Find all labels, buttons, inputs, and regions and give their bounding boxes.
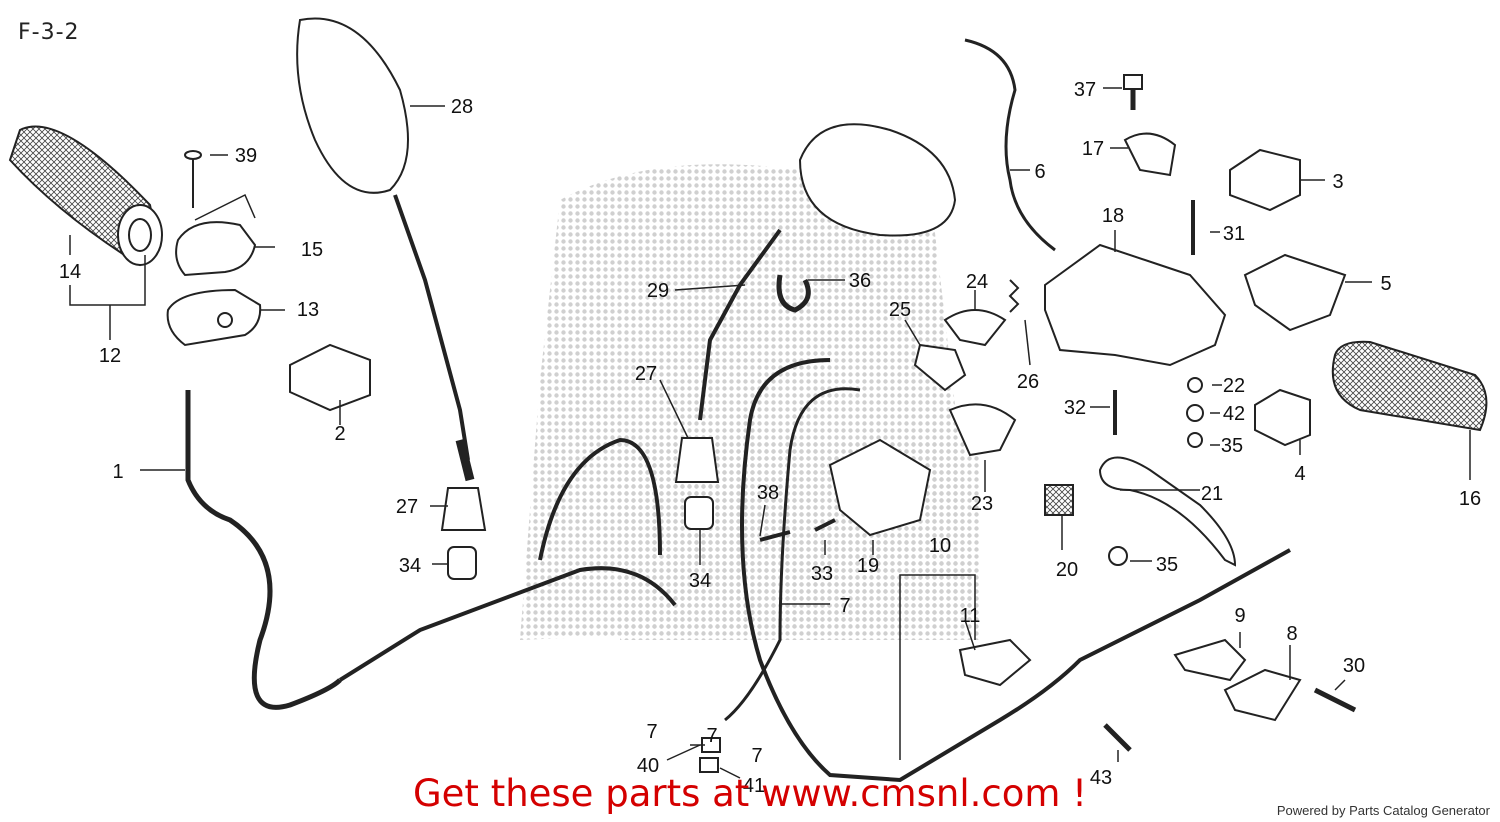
switch-housing-icon [1044, 243, 1227, 367]
callout-label: 14 [59, 261, 81, 283]
right-grip-icon [1331, 340, 1488, 432]
callout-label: 33 [811, 563, 833, 585]
callout-label: 17 [1082, 138, 1104, 160]
callout-label: 8 [1286, 623, 1297, 645]
wire-icon [964, 38, 1056, 252]
callout-label: 7 [751, 745, 762, 767]
callout-label: 35 [1156, 554, 1178, 576]
callout-label: 23 [971, 493, 993, 515]
callout-label: 27 [396, 496, 418, 518]
clutch-cable-icon [740, 358, 1291, 783]
cable-icon [724, 387, 861, 722]
lever-icon [1098, 456, 1237, 567]
washer-icon [1187, 377, 1203, 393]
callout-label: 18 [1102, 205, 1124, 227]
callout-label: 34 [399, 555, 421, 577]
callout-label: 16 [1459, 488, 1481, 510]
callout-label: 28 [451, 96, 473, 118]
throttle-housing-upper-icon [175, 221, 257, 277]
callout-label: 6 [1034, 161, 1045, 183]
callout-label: 2 [334, 423, 345, 445]
nut-icon [699, 757, 719, 773]
mirror-nut-icon [447, 546, 477, 580]
mirror-nut-icon [674, 437, 720, 483]
callout-label: 7 [646, 721, 657, 743]
switch-2-icon [289, 343, 371, 412]
callout-label: 5 [1380, 273, 1391, 295]
screw-icon [759, 530, 791, 542]
callout-label: 35 [1221, 435, 1243, 457]
washer-icon [1108, 546, 1128, 566]
callout-label: 11 [960, 605, 981, 627]
throttle-cable-icon [185, 390, 342, 710]
promo-link[interactable]: Get these parts at www.cmsnl.com ! [412, 772, 1087, 815]
callout-label: 41 [743, 775, 765, 797]
clamp-icon [1123, 132, 1177, 177]
callout-label: 12 [99, 345, 121, 367]
washer-icon [1186, 404, 1204, 422]
screw-icon [184, 150, 202, 208]
screw-icon [814, 518, 836, 532]
callout-label: 13 [297, 299, 319, 321]
callout-label: 31 [1223, 223, 1245, 245]
left-grip-icon [8, 125, 163, 267]
callout-label: 10 [929, 535, 951, 557]
callout-label: 38 [757, 482, 779, 504]
callout-label: 32 [1064, 397, 1086, 419]
callout-label: 3 [1332, 171, 1343, 193]
throttle-housing-lower-icon [166, 288, 262, 347]
mirror-nut-icon [684, 496, 714, 530]
bolt-icon [1313, 687, 1357, 713]
switch-4-icon [1254, 388, 1311, 447]
callout-label: 25 [889, 299, 911, 321]
bracket-9-icon [1173, 638, 1247, 682]
bolt-icon [1123, 74, 1143, 110]
callout-label: 42 [1223, 403, 1245, 425]
mirror-nut-icon [440, 487, 487, 531]
cable-icon [338, 566, 677, 682]
washer-icon [1187, 432, 1203, 448]
callout-label: 30 [1343, 655, 1365, 677]
callout-label: 24 [966, 271, 988, 293]
right-mirror-icon [698, 123, 957, 421]
callout-label: 15 [301, 239, 323, 261]
switch-3-icon [1229, 148, 1301, 212]
page-code: F-3-2 [18, 20, 80, 45]
adjuster-icon [1044, 484, 1074, 516]
lever-bracket-icon [948, 403, 1017, 457]
callout-label: 29 [647, 280, 669, 302]
bracket-8-icon [1223, 668, 1302, 722]
callout-label: 26 [1017, 371, 1039, 393]
cable-icon [538, 437, 662, 561]
switch-5-icon [1243, 253, 1347, 332]
spring-icon [1008, 279, 1020, 313]
callout-label: 39 [235, 145, 257, 167]
callout-label: 37 [1074, 79, 1096, 101]
callout-label: 1 [112, 461, 123, 483]
left-mirror-icon [296, 17, 475, 482]
callout-label: 22 [1223, 375, 1245, 397]
plate-icon [913, 343, 967, 392]
leader-lines [69, 87, 1471, 779]
callout-label: 27 [635, 363, 657, 385]
plate-19-icon [828, 438, 932, 537]
callout-label: 19 [857, 555, 879, 577]
callout-label: 9 [1234, 605, 1245, 627]
powered-by-text: Powered by Parts Catalog Generator [1276, 803, 1490, 818]
callout-label: 43 [1090, 767, 1112, 789]
lever-bracket-icon [943, 309, 1007, 347]
callout-label: 36 [849, 270, 871, 292]
callout-label: 20 [1056, 559, 1078, 581]
clip-icon [776, 274, 811, 313]
callout-label: 21 [1201, 483, 1223, 505]
callout-label: 7 [839, 595, 850, 617]
callout-label: 7 [706, 725, 717, 747]
callout-label: 40 [637, 755, 659, 777]
callout-label: 4 [1294, 463, 1305, 485]
bolt-icon [1103, 723, 1132, 752]
bracket-11-icon [958, 638, 1032, 687]
callout-label: 34 [689, 570, 711, 592]
